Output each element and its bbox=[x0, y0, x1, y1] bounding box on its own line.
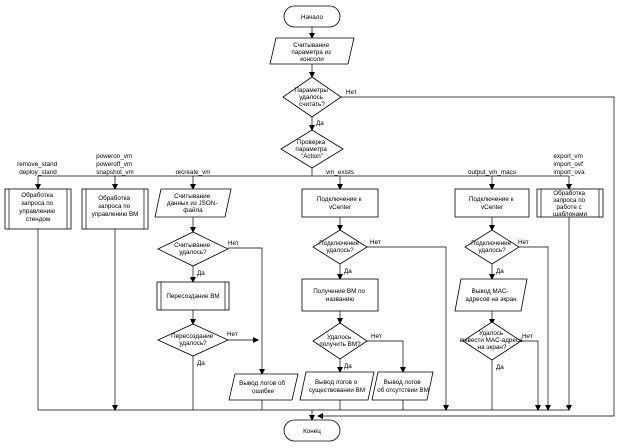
check-action-label: Проверка параметра "Action" bbox=[295, 139, 328, 160]
branch-templates-label: export_vm import_ovf import_ova bbox=[553, 153, 585, 176]
log-missing-label: Вывод логов об отсутствии ВМ bbox=[377, 379, 429, 394]
connect-1-ok-decision bbox=[312, 229, 368, 265]
show-mac-ok-no: Нет bbox=[522, 333, 533, 340]
start-terminator bbox=[283, 5, 341, 28]
connect-2-process bbox=[454, 188, 530, 218]
recreate-ok-label: Пересоздание удалось? bbox=[171, 333, 215, 347]
connect-2-no: Нет bbox=[518, 239, 529, 246]
connectors bbox=[35, 27, 615, 421]
log-missing-node bbox=[371, 371, 434, 401]
json-ok-label: Считывание удалось? bbox=[174, 242, 212, 256]
templates-process-label: Обработка запроса по работе с шаблонами bbox=[553, 189, 587, 218]
show-mac-ok-label: Удалось вывести MAC-адреса на экран? bbox=[460, 330, 525, 351]
templates-process bbox=[536, 188, 604, 218]
vm-mgmt-process-label: Обработка запроса по управлению ВМ bbox=[92, 194, 139, 218]
params-ok-no: Нет bbox=[346, 89, 357, 96]
get-vm-ok-decision bbox=[312, 322, 368, 360]
connect-1-ok-label: Подключение удалось? bbox=[319, 240, 361, 254]
json-ok-no: Нет bbox=[228, 240, 239, 247]
connect-2-ok-decision bbox=[464, 229, 520, 265]
vm-mgmt-process bbox=[81, 188, 149, 230]
get-vm-label: Получение ВМ по названию bbox=[313, 288, 367, 303]
connect-1-yes: Да bbox=[344, 268, 352, 275]
recreate-label: Пересоздание ВМ bbox=[166, 293, 219, 300]
connect-2-ok-label: Подключение удалось? bbox=[471, 240, 513, 254]
get-vm-ok-label: Удалось получить ВМ? bbox=[319, 334, 361, 348]
log-exists-node bbox=[299, 371, 375, 401]
stand-process bbox=[4, 188, 72, 230]
read-json-node bbox=[154, 188, 232, 218]
branch-macs-label: output_vm_macs bbox=[468, 169, 516, 176]
end-terminator bbox=[283, 419, 341, 442]
connect-1-label: Подключение к vCenter bbox=[317, 196, 363, 211]
show-mac-ok-yes: Да bbox=[496, 364, 504, 371]
read-params-label: Считывание параметра из консоли bbox=[291, 42, 332, 63]
start-label: Начало bbox=[301, 14, 323, 21]
log-error-label: Вывод логов об ошибке bbox=[239, 379, 287, 395]
params-ok-decision bbox=[282, 76, 342, 118]
recreate-ok-yes: Да bbox=[197, 360, 205, 367]
read-params-node bbox=[269, 37, 355, 65]
recreate-process bbox=[156, 281, 230, 311]
json-ok-decision bbox=[157, 231, 229, 267]
json-ok-yes: Да bbox=[197, 270, 205, 277]
end-label: Конец bbox=[303, 428, 321, 435]
branch-exists-label: vm_exists bbox=[326, 169, 354, 176]
branch-vm-label: poweron_vm poweroff_vm snapshot_vm bbox=[96, 153, 134, 176]
show-mac-label: Вывод MAC- адресов на экран bbox=[465, 288, 517, 303]
show-mac-node bbox=[454, 278, 528, 312]
params-ok-yes: Да bbox=[316, 120, 324, 127]
connect-1-process bbox=[301, 188, 379, 218]
show-mac-ok-decision bbox=[462, 321, 522, 361]
log-exists-label: Вывод логов о существовании ВМ bbox=[309, 379, 365, 394]
get-vm-ok-yes: Да bbox=[344, 363, 352, 370]
connect-1-no: Нет bbox=[370, 239, 381, 246]
get-vm-ok-no: Нет bbox=[371, 333, 382, 340]
recreate-ok-no: Нет bbox=[227, 331, 238, 338]
recreate-ok-decision bbox=[157, 323, 229, 357]
check-action-decision bbox=[280, 129, 344, 169]
log-error-node bbox=[228, 373, 299, 401]
read-json-label: Считывание данных из JSON- файла bbox=[167, 193, 219, 214]
branch-recreate-label: recreate_vm bbox=[176, 169, 211, 176]
branch-stand-label: remove_stand deploy_stand bbox=[17, 161, 59, 176]
connect-2-label: Подключение к vCenter bbox=[469, 196, 515, 211]
stand-process-label: Обработка запроса по управлению стендом bbox=[19, 191, 56, 223]
params-ok-label: Параметры удалось считать? bbox=[294, 87, 329, 108]
get-vm-process bbox=[301, 278, 379, 312]
connect-2-yes: Да bbox=[496, 268, 504, 275]
